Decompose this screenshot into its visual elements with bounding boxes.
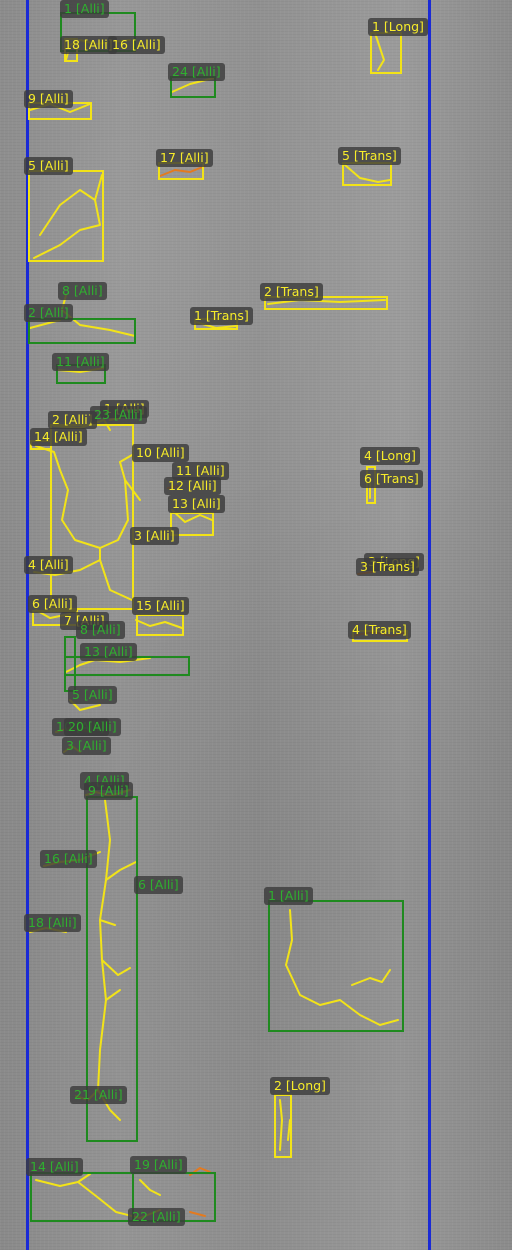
detection-box [274,1094,292,1158]
detection-box [30,1172,134,1222]
detection-label: 19 [Alli] [130,1156,187,1174]
detection-label: 13 [Alli] [80,643,137,661]
detection-label: 3 [Trans] [356,558,419,576]
detection-label: 2 [Trans] [260,283,323,301]
detection-box [50,424,134,610]
crack-trace [135,619,183,629]
detection-label: 16 [Alli] [40,850,97,868]
detection-label: 4 [Long] [360,447,420,465]
detection-label: 20 [Alli] [64,718,121,736]
detection-box [136,614,184,636]
detection-label: 1 [Alli] [264,887,313,905]
detection-label: 16 [Alli] [108,36,165,54]
crack-trace [373,29,385,71]
detection-label: 1 [Trans] [190,307,253,325]
detection-label: 24 [Alli] [168,63,225,81]
crack-trace [285,909,399,1026]
detection-label: 1 [Long] [368,18,428,36]
crack-trace [279,1099,291,1151]
detection-label: 2 [Long] [270,1077,330,1095]
detection-label: 13 [Alli] [168,495,225,513]
crack-trace [33,174,103,259]
detection-label: 3 [Alli] [62,737,111,755]
detection-label: 8 [Alli] [76,621,125,639]
detection-label: 4 [Alli] [24,556,73,574]
detection-box [28,170,104,262]
detection-label: 22 [Alli] [128,1208,185,1226]
crack-trace [267,299,386,305]
detection-box [268,900,404,1032]
detection-label: 15 [Alli] [132,597,189,615]
detection-label: 6 [Trans] [360,470,423,488]
detection-label: 18 [Alli] [24,914,81,932]
detection-box [342,162,392,186]
crack-trace [159,165,206,177]
detection-label: 12 [Alli] [164,477,221,495]
detection-label: 9 [Alli] [84,782,133,800]
detection-label: 21 [Alli] [70,1086,127,1104]
detection-label: 4 [Trans] [348,621,411,639]
crack-trace [139,1179,161,1196]
detection-label: 9 [Alli] [24,90,73,108]
detection-label: 3 [Alli] [130,527,179,545]
detection-label: 1 [Alli] [60,0,109,18]
detection-label: 17 [Alli] [156,149,213,167]
detection-box [28,318,136,344]
detection-label: 2 [Alli] [24,304,73,322]
detection-label: 23 [Alli] [90,406,147,424]
crack-trace [33,445,141,601]
detection-label: 2 [Alli] [48,411,97,429]
detection-label: 5 [Trans] [338,147,401,165]
crack-trace [344,164,391,183]
detection-label: 14 [Alli] [30,428,87,446]
crack-trace [189,1211,206,1217]
detection-label: 5 [Alli] [68,686,117,704]
detection-box [370,32,402,74]
detection-label: 11 [Alli] [52,353,109,371]
detection-label: 18 [Alli] [60,36,117,54]
right-lane-line [428,0,431,1250]
left-lane-line [26,0,29,1250]
detection-label: 10 [Alli] [132,444,189,462]
detection-label: 6 [Alli] [28,595,77,613]
detection-box [64,636,76,692]
detection-label: 5 [Alli] [24,157,73,175]
detection-label: 8 [Alli] [58,282,107,300]
detection-label: 11 [Alli] [172,462,229,480]
detection-box [264,296,388,310]
crack-trace [75,799,137,1121]
detection-box [170,512,214,536]
detection-label: 6 [Alli] [134,876,183,894]
detection-label: 14 [Alli] [26,1158,83,1176]
crack-trace [171,509,213,523]
